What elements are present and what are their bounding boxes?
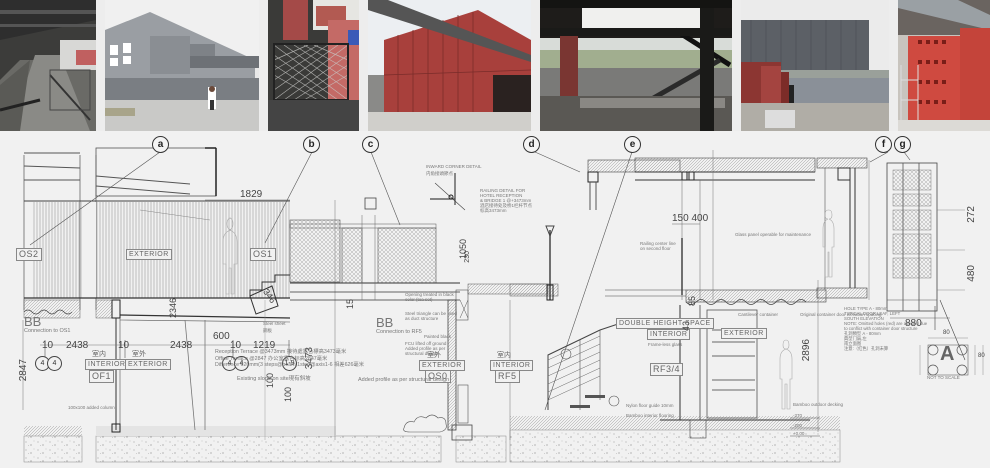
dim-1829: 1829 <box>240 189 263 200</box>
bb-label-os1: BB Connection to OS1 <box>24 314 71 334</box>
zone-rf5: RF5 <box>495 370 520 383</box>
dim-2438b: 2438 <box>170 340 193 351</box>
level-minus-200: -200 <box>793 423 803 428</box>
photo-cantilever <box>741 0 889 131</box>
level-minus-370: -370 <box>793 413 803 418</box>
axis-marker-4: 4 <box>234 356 249 371</box>
note-original-door: Original container door elevation spacin… <box>800 312 882 317</box>
note-inward-corner: INWARD CORNER DETAIL 内角接頭節点 <box>426 164 482 176</box>
note-terrace-levels: Reception Terrace @3473mm 接待處露台標高3473毫米 … <box>215 349 365 368</box>
bb-label-rf5: BB Connection to RF5 <box>376 315 422 335</box>
axis-marker-1: 4 <box>35 356 50 371</box>
note-steel-triangle: Steel triangle can be used as duct struc… <box>405 311 458 321</box>
dim-10b: 10 <box>118 340 130 351</box>
callout-c: c <box>362 136 379 153</box>
callout-a: a <box>152 136 169 153</box>
zone-rf34: RF3/4 <box>650 363 684 376</box>
photo-perforated-doors <box>898 0 990 131</box>
dim-15: 15 <box>345 299 355 310</box>
dim-880: 880 <box>905 318 922 329</box>
bb-sub-rf5: Connection to RF5 <box>376 329 422 335</box>
dim-2438a: 2438 <box>66 340 89 351</box>
note-cantilever: Cantilever container <box>738 312 779 317</box>
zone-exterior-rf: EXTERIOR <box>721 328 767 339</box>
dim-150-400: 150 400 <box>672 213 709 224</box>
zone-interior-dh: INTERIOR <box>647 329 691 340</box>
axis-marker-2: 4 <box>47 356 62 371</box>
note-painted-black: Painted black <box>424 334 452 339</box>
note-added-column: 100x100 added column <box>68 405 115 410</box>
dim-100b: 100 <box>283 387 293 403</box>
note-opening: Opening treated in black color (toa set) <box>405 292 454 302</box>
callout-g: g <box>894 136 911 153</box>
note-fcu: FCU lifted off ground Added profile as p… <box>405 341 447 356</box>
dim-2346: 2346 <box>168 298 178 319</box>
hole-dim-top: 80 <box>943 330 950 336</box>
photo-grey-building <box>105 0 259 131</box>
drawing-linework <box>22 147 984 463</box>
dim-480: 480 <box>966 265 977 282</box>
dim-2896: 2896 <box>801 339 812 362</box>
photo-stacked-containers <box>368 0 531 131</box>
note-bamboo-outdoor: Bamboo outdoor decking <box>793 402 844 407</box>
dim-272: 272 <box>966 206 977 223</box>
label-exterior-of1-cn: 室外 <box>132 351 146 358</box>
note-existing-slope: Existing slope on site現有斜坡 <box>237 376 311 382</box>
photo-staircase <box>540 0 732 131</box>
zone-os1: OS1 <box>250 248 276 261</box>
photo-strip <box>0 0 990 131</box>
note-railing-center: Railing center line on second floor <box>640 241 676 251</box>
photo-corridor <box>0 0 96 131</box>
zone-os2: OS2 <box>16 248 42 261</box>
note-railing-detail: RAILING DETAIL FOR HOTEL RECEPTION & BRI… <box>480 188 533 213</box>
dim-43: 43 <box>681 321 691 332</box>
dim-10a: 10 <box>42 340 54 351</box>
dim-2847: 2847 <box>18 359 29 382</box>
zone-interior-of1: INTERIOR <box>85 359 129 370</box>
callout-d: d <box>523 136 540 153</box>
hole-letter-a: A <box>940 343 955 365</box>
zone-exterior-a: EXTERIOR <box>126 249 172 260</box>
callout-f: f <box>875 136 892 153</box>
zone-double-height: DOUBLE HEIGHT SPACE <box>616 318 714 329</box>
dim-85: 85 <box>687 296 697 307</box>
callout-b: b <box>303 136 320 153</box>
bb-title-rf5: BB <box>376 315 394 330</box>
bb-sub-os1: Connection to OS1 <box>24 328 71 334</box>
note-bamboo-interior: Bamboo interior flooring <box>626 413 674 418</box>
note-glass-panel: Glass panel operable for maintenance <box>735 232 812 237</box>
photo-mesh-railing <box>268 0 359 131</box>
note-frameless-glass: Frame-less glass <box>648 342 683 347</box>
note-not-to-scale: NOT TO SCALE <box>927 375 960 380</box>
note-hole-type: HOLE TYPE A - 80mm TYPICAL DOOR LEAF, LE… <box>844 306 928 351</box>
note-steel-sheet: Steel sheet 鋼板 <box>263 321 286 333</box>
label-interior-rf5-cn: 室内 <box>497 352 511 359</box>
label-exterior-os0-cn: 室外 <box>427 352 441 359</box>
note-added-profile: Added profile as per structural design <box>358 377 450 383</box>
zone-of1: OF1 <box>89 370 115 383</box>
zone-exterior-of1: EXTERIOR <box>125 359 171 370</box>
callout-e: e <box>624 136 641 153</box>
level-zero: +0.00 <box>793 431 805 436</box>
dim-1219: 1219 <box>253 340 276 351</box>
hole-dim-right: 80 <box>978 353 985 359</box>
zone-os0: OS0 <box>425 370 451 383</box>
dim-10c: 10 <box>230 340 242 351</box>
section-drawing: a b c d e f g OS2 EXTERIOR OS1 室内 INTERI… <box>0 131 990 468</box>
label-interior-of1-cn: 室内 <box>92 351 106 358</box>
bb-title-os1: BB <box>24 314 42 329</box>
axis-marker-5: 1-9 <box>282 356 297 371</box>
dim-600: 600 <box>213 331 230 342</box>
note-nylon-floor: Nylon floor guide 10mm <box>626 403 674 408</box>
dim-230: 230 <box>464 251 471 263</box>
